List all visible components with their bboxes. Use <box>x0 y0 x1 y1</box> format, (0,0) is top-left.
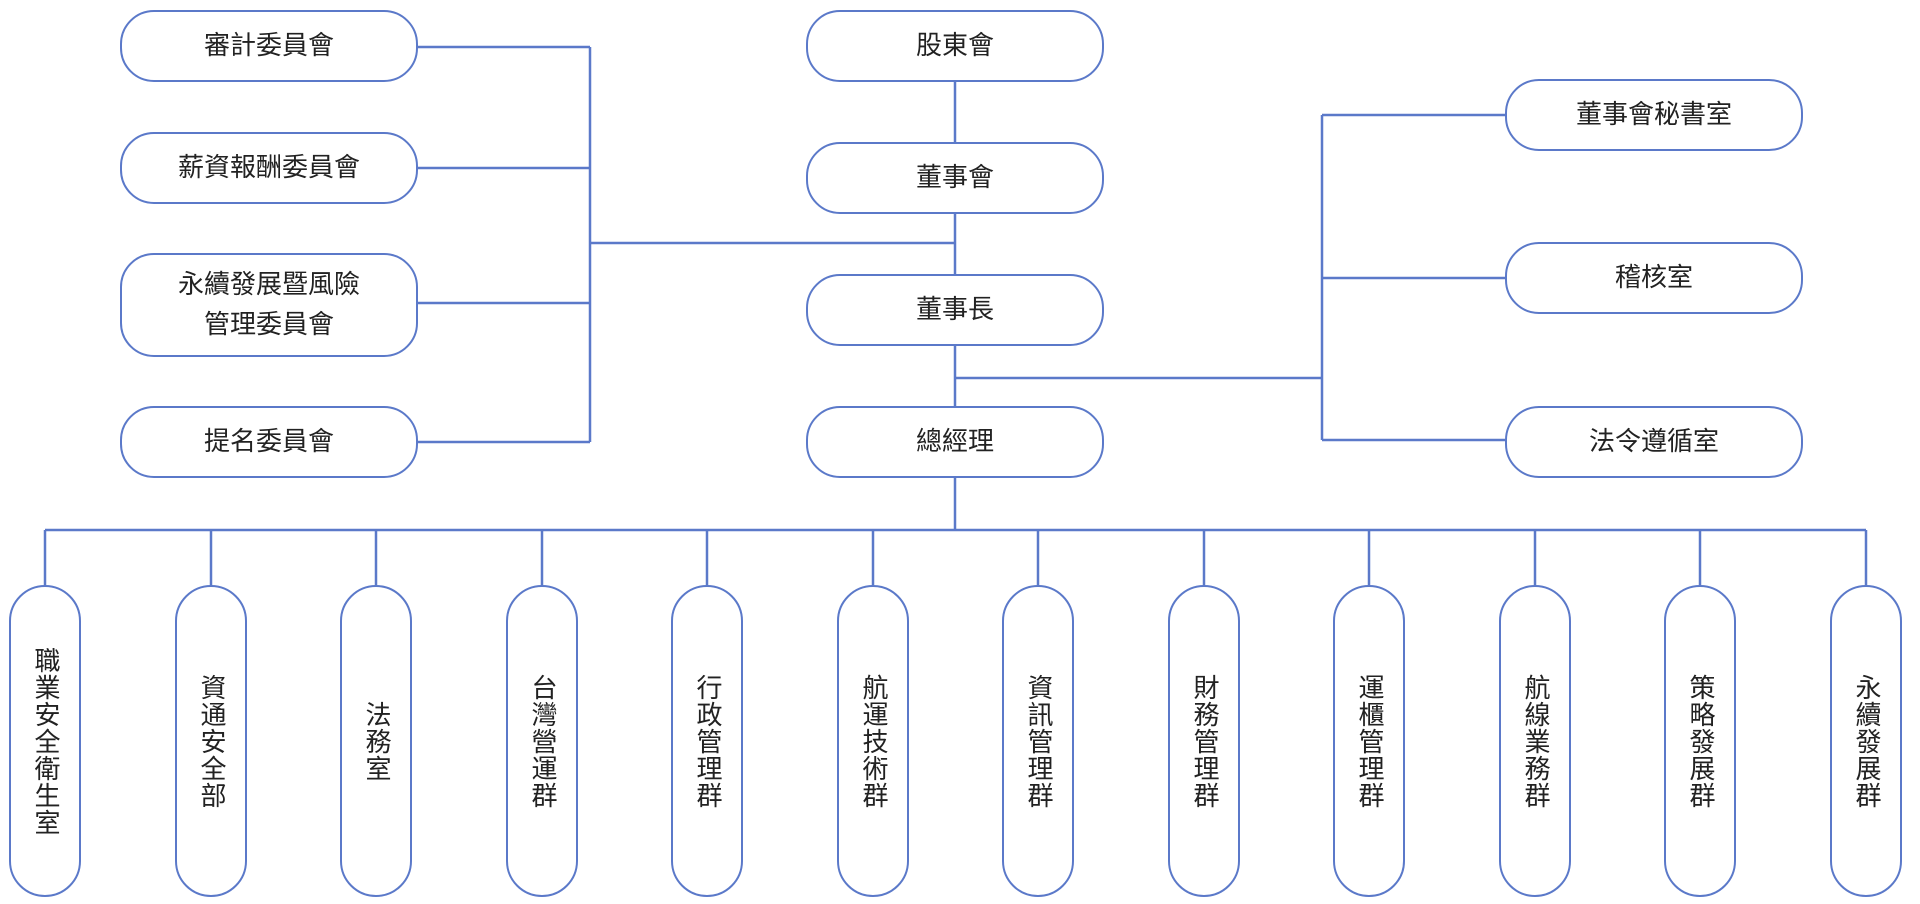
node-board-secretariat: 董事會秘書室 <box>1505 79 1803 151</box>
department-box: 財務管理群 <box>1168 585 1240 897</box>
node-board: 董事會 <box>806 142 1104 214</box>
node-president: 總經理 <box>806 406 1104 478</box>
node-chairman: 董事長 <box>806 274 1104 346</box>
node-sustainability-risk-committee: 永續發展暨風險 管理委員會 <box>120 253 418 357</box>
department-box: 職業安全衛生室 <box>9 585 81 897</box>
department-box: 航線業務群 <box>1499 585 1571 897</box>
node-compliance-office: 法令遵循室 <box>1505 406 1803 478</box>
node-shareholders: 股東會 <box>806 10 1104 82</box>
department-box: 台灣營運群 <box>506 585 578 897</box>
department-box: 行政管理群 <box>671 585 743 897</box>
department-box: 運櫃管理群 <box>1333 585 1405 897</box>
department-box: 策略發展群 <box>1664 585 1736 897</box>
department-box: 資訊管理群 <box>1002 585 1074 897</box>
department-box: 永續發展群 <box>1830 585 1902 897</box>
node-audit-committee: 審計委員會 <box>120 10 418 82</box>
node-auditing-office: 稽核室 <box>1505 242 1803 314</box>
department-box: 航運技術群 <box>837 585 909 897</box>
department-box: 法務室 <box>340 585 412 897</box>
node-nomination-committee: 提名委員會 <box>120 406 418 478</box>
node-compensation-committee: 薪資報酬委員會 <box>120 132 418 204</box>
department-box: 資通安全部 <box>175 585 247 897</box>
